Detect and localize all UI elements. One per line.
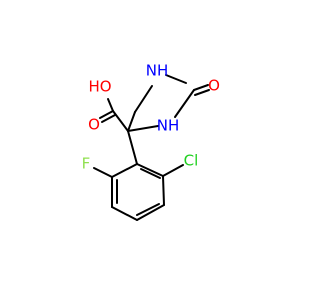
bond-quaternary-c-ch2 (127, 111, 136, 132)
atom-nh-right: NH (157, 117, 180, 135)
bond-ring-f (93, 167, 113, 178)
atom-f: F (82, 155, 91, 173)
bond-ring-3-4 (136, 204, 165, 221)
bond-quaternary-c-aryl (127, 130, 138, 165)
atom-o-acid: O (88, 116, 100, 134)
bond-ring-inner-b (136, 203, 160, 216)
atom-o-ketone: O (208, 77, 220, 95)
atom-ho: HO (88, 78, 111, 96)
bond-nh-right-quaternary-c (127, 125, 159, 132)
atom-cl: Cl (184, 152, 199, 170)
molecule-canvas: NH O NH HO O F Cl (81, 61, 220, 221)
structure-diagram: NH O NH HO O F Cl (82, 62, 220, 221)
bond-carbonyl-c-nh-right (174, 89, 195, 118)
atom-nh-top: NH (146, 62, 169, 80)
bond-carboxyl-double-b (101, 114, 116, 123)
bond-carboxyl-c-oh (107, 98, 114, 112)
bond-ring-4-5 (111, 206, 138, 221)
bond-ring-1-2 (136, 163, 164, 177)
bond-carbonyl-double-b (194, 89, 210, 96)
bond-ring-2-3 (162, 175, 165, 206)
bond-carbonyl-double-a (193, 84, 209, 91)
bond-ring-inner-a (140, 168, 161, 179)
bond-nh-top-carbonyl-c (165, 74, 187, 84)
bond-quaternary-c-carboxyl-c (112, 110, 129, 132)
bond-ring-cl (162, 164, 184, 177)
bond-carboxyl-double-a (99, 110, 114, 119)
bond-ch2-nh-top (134, 85, 153, 113)
bond-ring-6-1 (111, 163, 138, 178)
